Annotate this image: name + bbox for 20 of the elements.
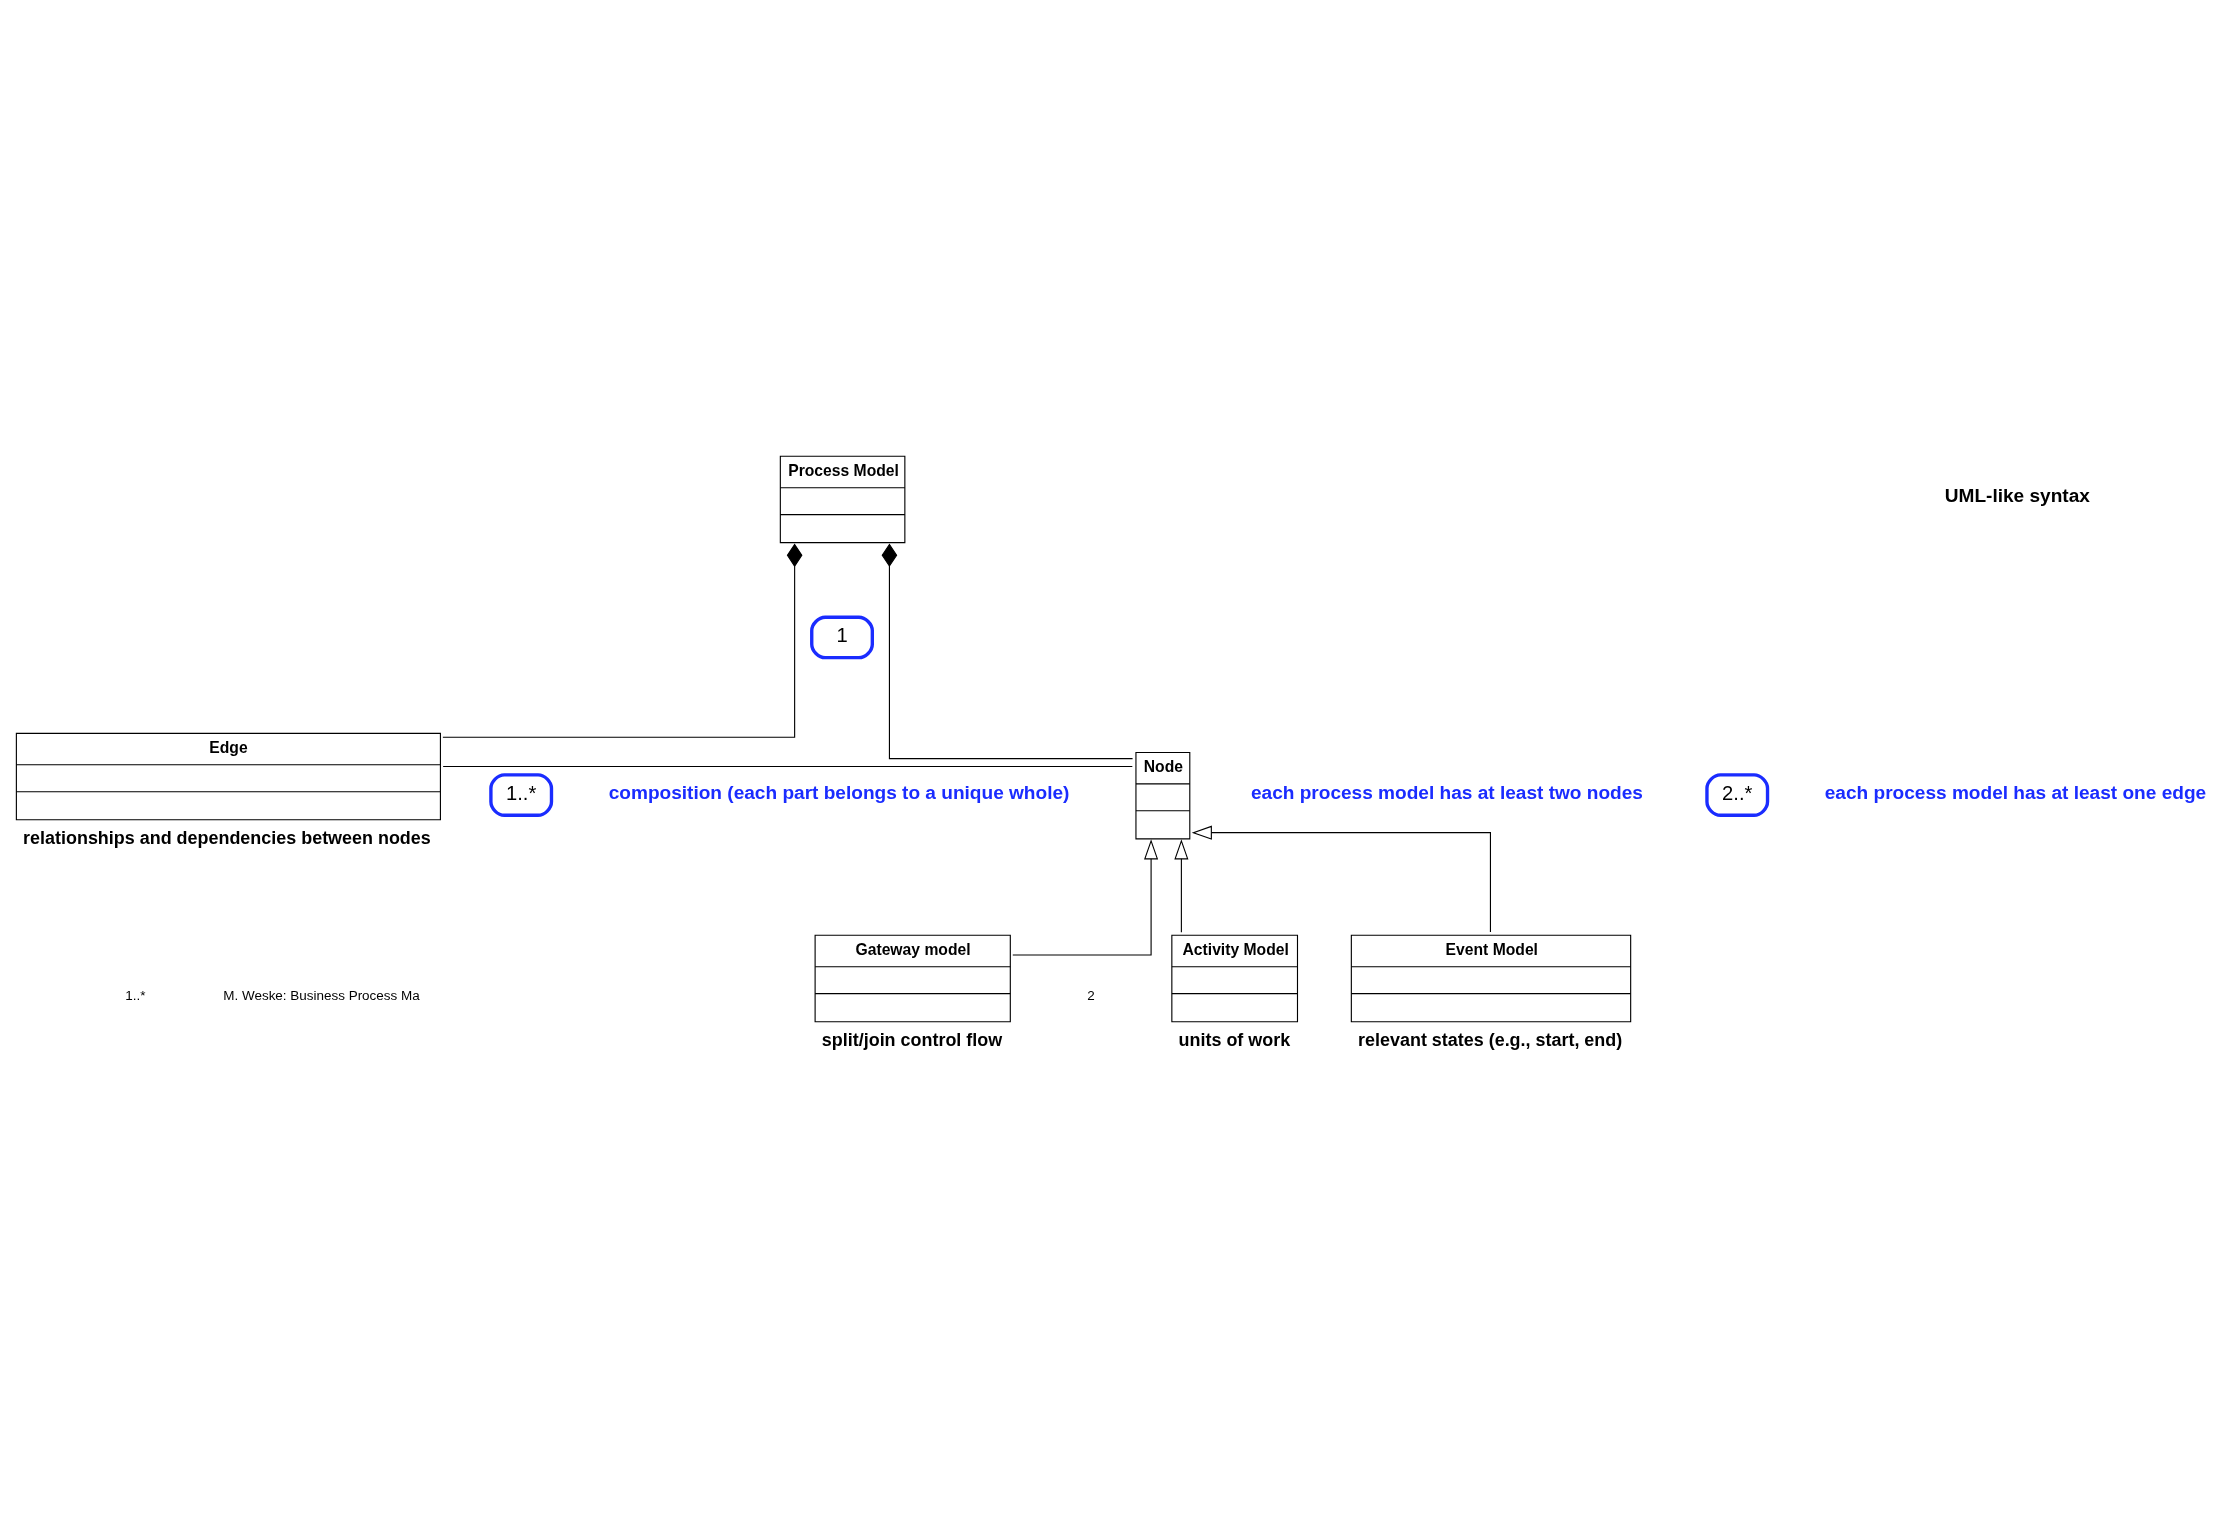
label: 1..* [125, 987, 146, 1003]
label: M. Weske: Business Process Ma [223, 987, 420, 1003]
arrow [1012, 838, 1159, 955]
node-label: units of work [1178, 1029, 1291, 1050]
label: 2..* [1722, 781, 1753, 804]
node-label: relevant states (e.g., start, end) [1358, 1029, 1623, 1050]
arrow [1174, 838, 1189, 933]
connector [442, 543, 803, 738]
connector [881, 542, 1134, 759]
arrow [1191, 825, 1491, 933]
label: UML-like syntax [1944, 484, 2090, 506]
label: composition (each part belongs to a unique whole) [608, 781, 1070, 803]
label: 1 [836, 623, 848, 646]
label: each process model has at least two nodes [1250, 781, 1643, 803]
connector [442, 765, 1133, 767]
label: each process model has at least one edge [1824, 781, 2207, 803]
label: 2 [1087, 987, 1095, 1003]
node-label: relationships and dependencies between nodes [23, 827, 431, 848]
label: 1..* [506, 781, 537, 804]
node-label: split/join control flow [821, 1029, 1003, 1050]
